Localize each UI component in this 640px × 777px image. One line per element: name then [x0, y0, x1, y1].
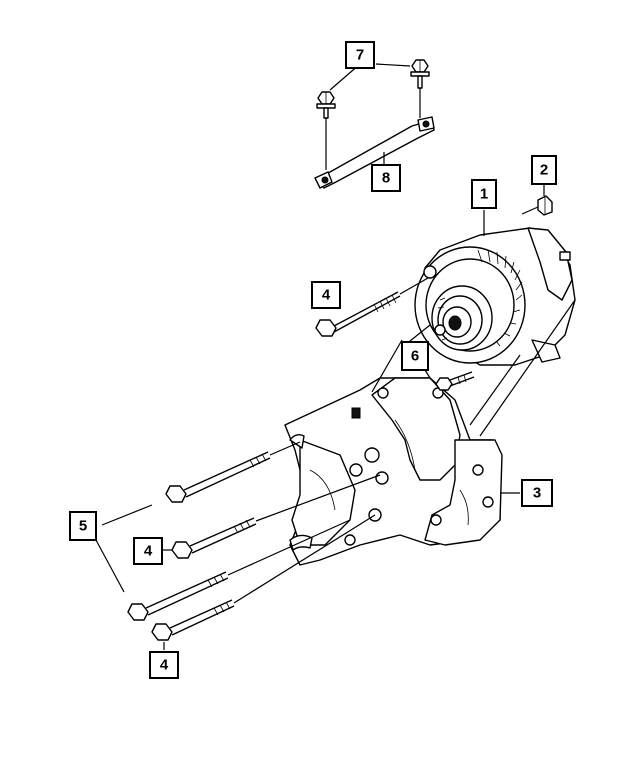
- callout-3: 3: [521, 479, 553, 507]
- bolt-upper-right: [410, 59, 430, 118]
- nut: [521, 195, 553, 216]
- bolt-long-2: [171, 474, 381, 559]
- callout-5-label: 5: [79, 518, 87, 535]
- bolt-long-4: [151, 514, 376, 641]
- callout-2-label: 2: [540, 162, 548, 179]
- callout-5: 5: [69, 511, 97, 541]
- callout-1-label: 1: [480, 186, 488, 203]
- callout-4-upper-label: 4: [322, 287, 331, 304]
- callout-1: 1: [471, 179, 497, 209]
- callout-6-label: 6: [411, 348, 419, 365]
- callout-7-label: 7: [356, 47, 364, 64]
- bolt-long-1: [165, 441, 301, 503]
- callout-8: 8: [371, 164, 401, 192]
- callout-4-lower-label: 4: [160, 657, 169, 674]
- callout-4-upper: 4: [311, 281, 341, 309]
- bolt-long-3: [127, 519, 351, 621]
- callout-2: 2: [531, 155, 557, 185]
- mounting-bracket: [284, 377, 503, 566]
- callout-7: 7: [345, 41, 375, 69]
- support-brace: [314, 116, 435, 189]
- bolt-upper-left: [316, 91, 336, 170]
- callout-4-middle: 4: [133, 537, 163, 565]
- callout-8-label: 8: [382, 170, 390, 187]
- callout-4-lower: 4: [149, 651, 179, 679]
- callout-4-middle-label: 4: [144, 543, 153, 560]
- callout-6: 6: [401, 341, 429, 371]
- bolt-middle-upper: [315, 277, 429, 337]
- callout-3-label: 3: [533, 485, 541, 502]
- alternator: [414, 227, 576, 366]
- bolt-six: [435, 371, 475, 391]
